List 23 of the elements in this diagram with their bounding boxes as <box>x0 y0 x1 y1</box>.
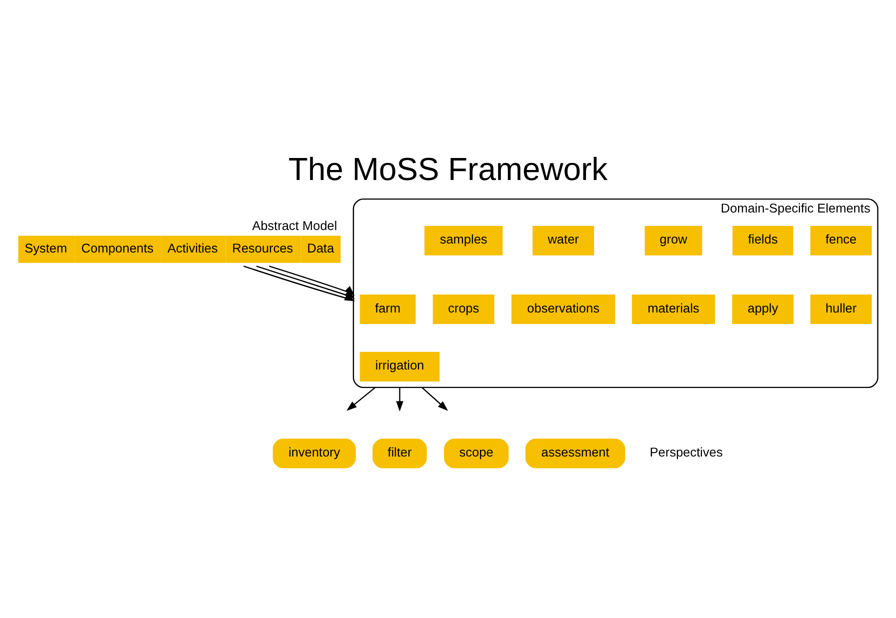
node-box: fence <box>810 225 872 255</box>
node-box: irrigation <box>360 351 440 381</box>
arrow <box>422 386 448 410</box>
arrow <box>396 386 404 412</box>
node-box: apply <box>732 294 794 324</box>
node-box: scope <box>444 438 509 468</box>
node-box: materials <box>632 294 715 324</box>
node-box: filter <box>372 438 427 468</box>
node-label: Abstract Model <box>252 218 338 233</box>
node-box: farm <box>360 294 416 324</box>
arrow <box>346 386 376 410</box>
node-box: assessment <box>525 438 626 468</box>
node-box: huller <box>810 294 872 324</box>
node-box: observations <box>511 294 616 324</box>
node-box: samples <box>424 225 503 255</box>
arrow <box>269 265 355 296</box>
diagram-title: The MoSS Framework <box>288 150 608 186</box>
node-box: fields <box>732 225 794 255</box>
node-box: crops <box>432 294 494 324</box>
node-box: inventory <box>272 438 356 468</box>
label: Perspectives <box>650 444 723 459</box>
node-box: water <box>532 225 594 255</box>
node-box: grow <box>644 225 702 255</box>
